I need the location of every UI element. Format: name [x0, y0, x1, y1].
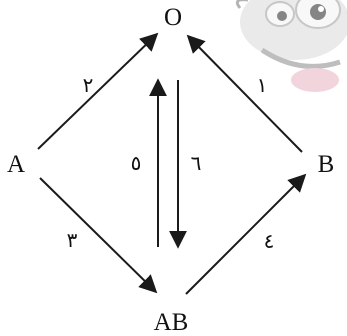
edge-label-ab-to-o: ٥ [131, 151, 142, 175]
node-b: B [318, 151, 335, 178]
node-ab: AB [154, 309, 189, 336]
arrow-b-to-o [186, 34, 303, 153]
node-o: O [164, 4, 182, 31]
node-a: A [7, 151, 25, 178]
edge-label-a-to-o: ٢ [83, 73, 94, 97]
edge-label-o-to-ab: ٦ [191, 151, 202, 175]
cartoon-bee-icon [235, 0, 347, 92]
arrow-a-to-o [37, 32, 159, 150]
edge-label-ab-to-b: ٤ [264, 229, 275, 253]
edge-label-a-to-ab: ٣ [67, 228, 78, 252]
arrow-ab-to-b [185, 173, 307, 295]
edge-label-b-to-o: ١ [257, 73, 268, 97]
arrow-a-to-ab [39, 177, 158, 294]
